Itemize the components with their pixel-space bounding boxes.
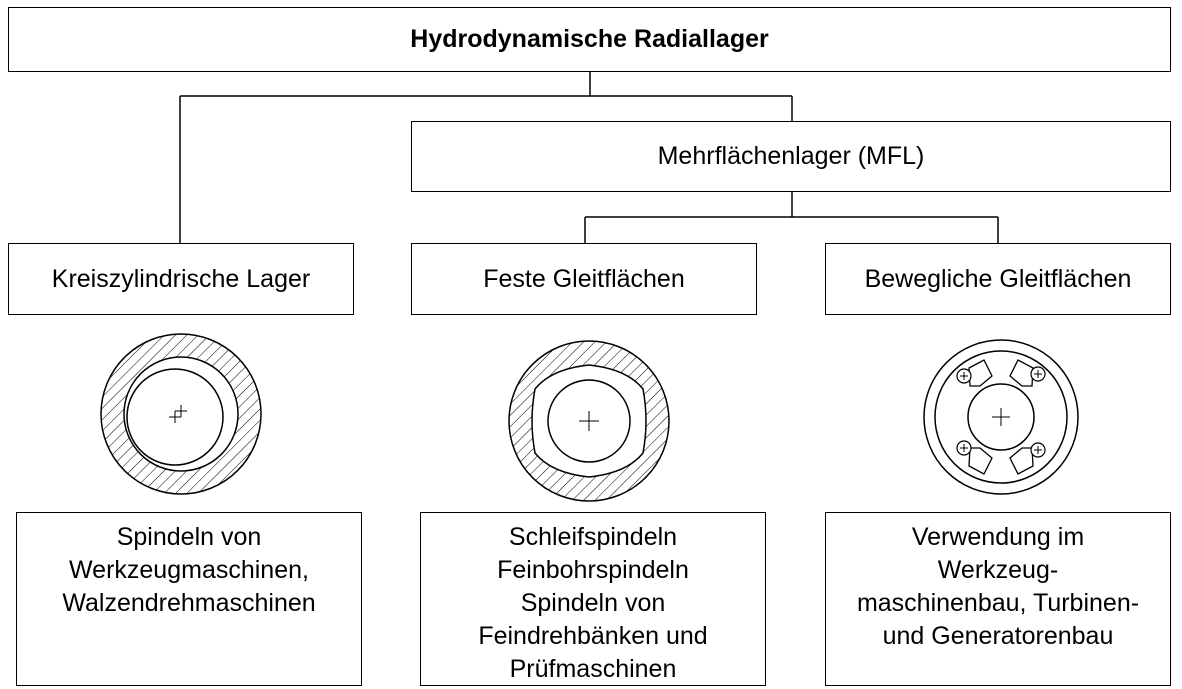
application-text-movable: Verwendung im Werkzeug- maschinenbau, Tu… xyxy=(856,523,1140,650)
fixed-multi-surface-bearing-icon xyxy=(508,340,670,502)
root-title-box: Hydrodynamische Radiallager xyxy=(8,7,1171,72)
category-label-circular: Kreiszylindrische Lager xyxy=(51,264,311,293)
category-label-movable: Bewegliche Gleitflächen xyxy=(864,264,1132,293)
application-box-movable: Verwendung im Werkzeug- maschinenbau, Tu… xyxy=(825,512,1171,686)
category-box-circular: Kreiszylindrische Lager xyxy=(8,243,354,315)
mfl-label: Mehrflächenlager (MFL) xyxy=(657,142,925,170)
tilting-pad-bearing-icon xyxy=(923,339,1079,495)
category-box-movable: Bewegliche Gleitflächen xyxy=(825,243,1171,315)
mfl-box: Mehrflächenlager (MFL) xyxy=(411,121,1171,192)
circular-bearing-icon xyxy=(100,333,262,495)
application-text-circular: Spindeln von Werkzeugmaschinen, Walzendr… xyxy=(62,523,316,617)
category-label-fixed: Feste Gleitflächen xyxy=(483,264,685,293)
application-box-fixed: Schleifspindeln Feinbohrspindeln Spindel… xyxy=(420,512,766,686)
page-title: Hydrodynamische Radiallager xyxy=(410,25,769,53)
category-box-fixed: Feste Gleitflächen xyxy=(411,243,757,315)
application-text-fixed: Schleifspindeln Feinbohrspindeln Spindel… xyxy=(478,523,708,683)
application-box-circular: Spindeln von Werkzeugmaschinen, Walzendr… xyxy=(16,512,362,686)
